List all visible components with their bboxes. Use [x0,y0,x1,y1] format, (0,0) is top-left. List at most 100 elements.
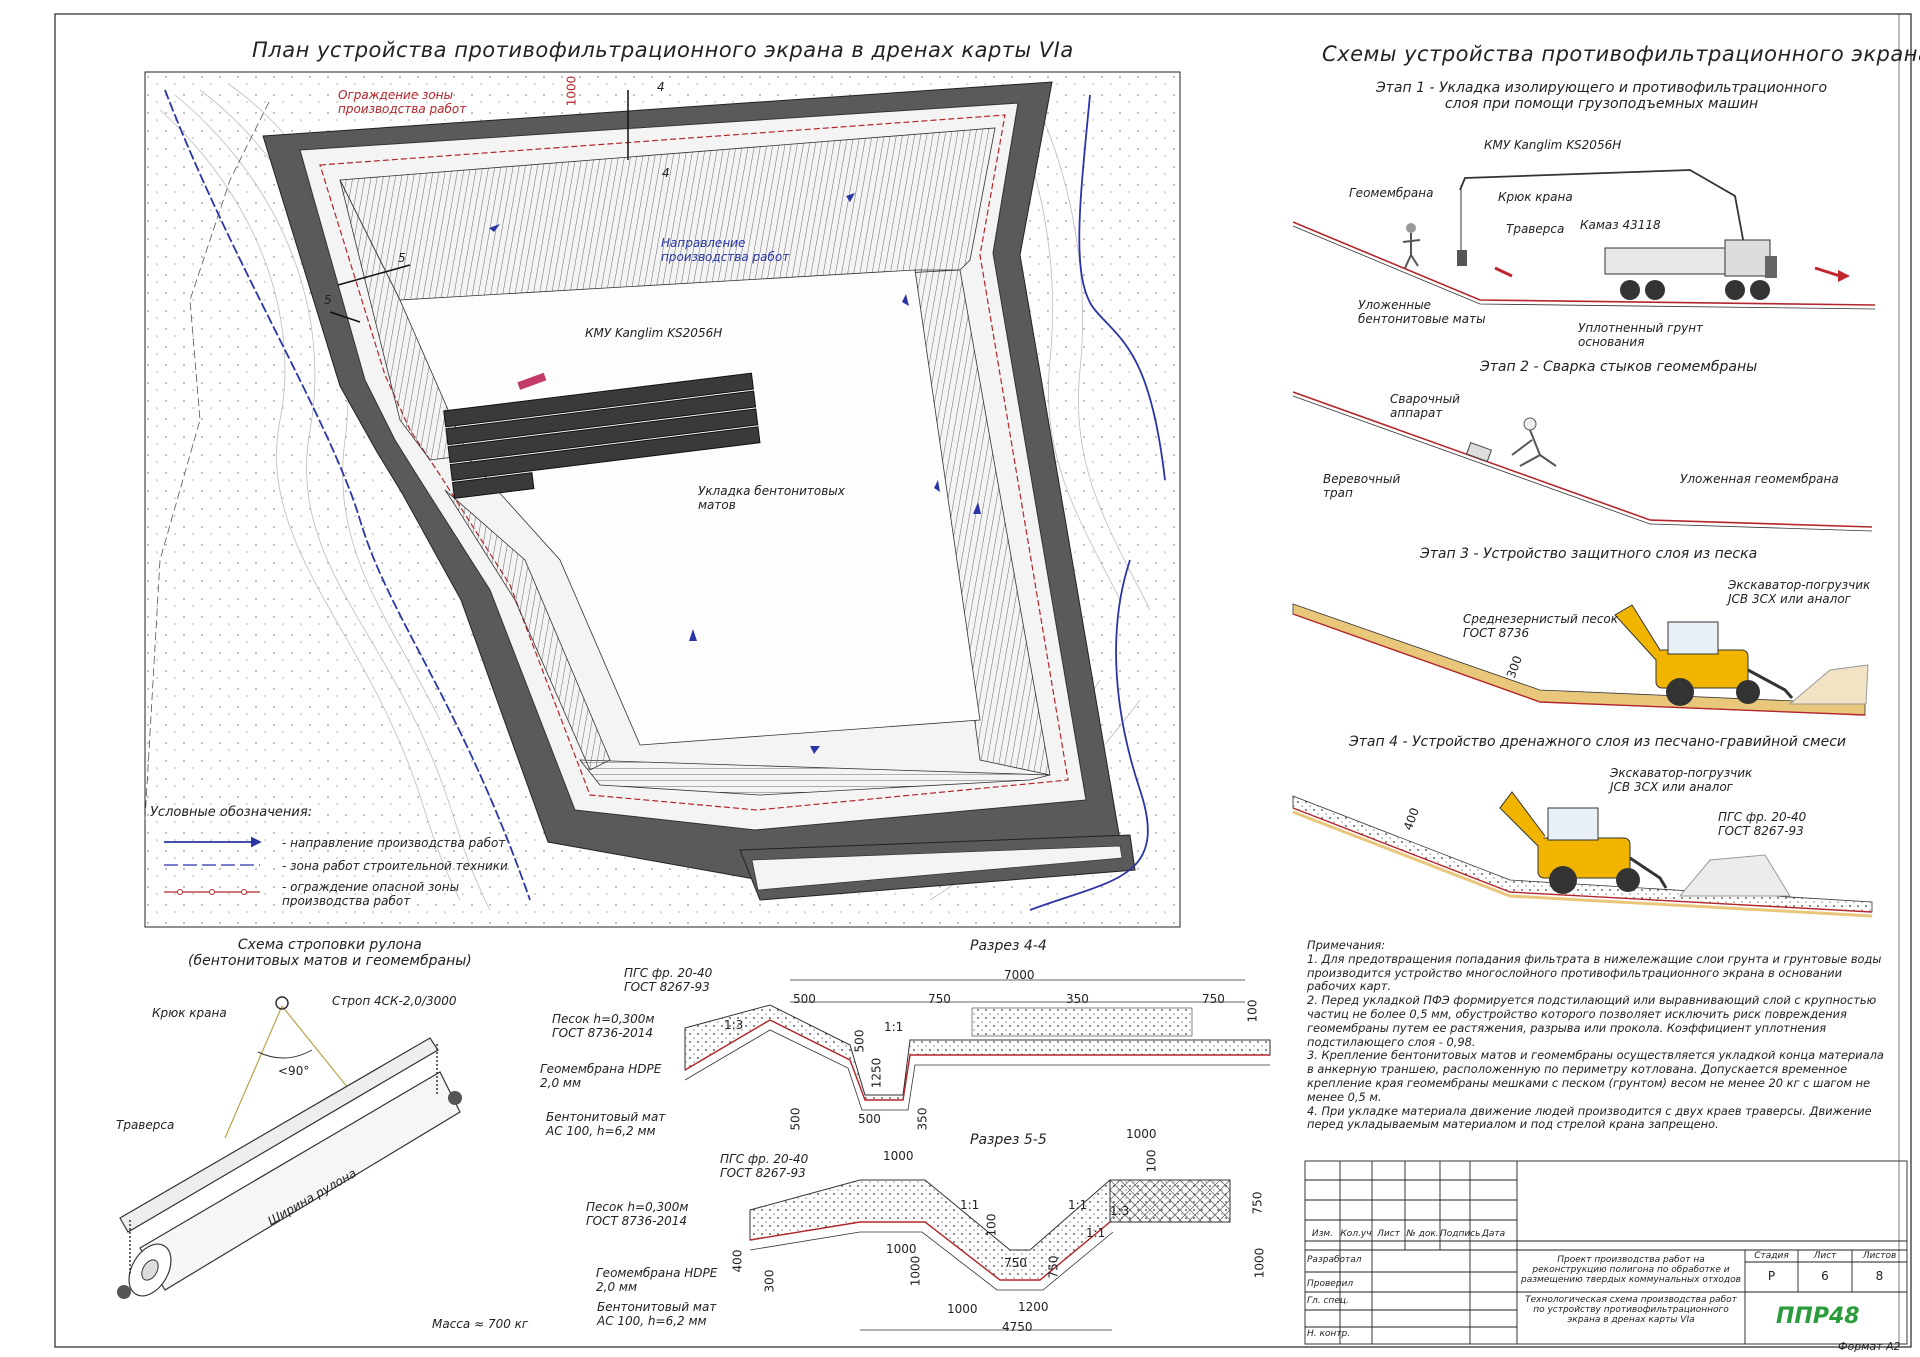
stage1-title: Этап 1 - Укладка изолирующего и противоф… [1376,80,1828,112]
plan-title: План устройства противофильтрационного э… [252,38,1074,62]
s55-slope-1-1b: 1:1 [1068,1198,1088,1212]
section-4-marker-bottom: 4 [662,166,670,180]
sling-traverse-label: Траверса [116,1118,175,1132]
s44-dim-500d: 500 [858,1112,881,1126]
s44-dim-500a: 500 [793,992,816,1006]
tb-sheet-header: Лист [1813,1251,1837,1261]
s55-slope-1-1c: 1:1 [1086,1226,1106,1240]
s44-dim-100: 100 [1245,999,1260,1023]
sling-mass-label: Масса ≈ 700 кг [432,1317,529,1331]
notes: Примечания: 1. Для предотвращения попада… [1307,938,1887,1132]
note-1: 1. Для предотвращения попадания фильтрат… [1307,951,1882,994]
s44-dim-500c: 500 [788,1107,803,1131]
crane-plan-label: КМУ Kanglim KS2056H [585,326,723,340]
s44-slope-1-3: 1:3 [724,1018,744,1032]
s55-dim-1000d: 1000 [908,1255,923,1287]
tb-col-date: Дата [1481,1229,1506,1239]
direction-lines [164,89,1166,911]
tb-col-list: Лист [1377,1229,1400,1239]
format-label: Формат А2 [1838,1340,1901,1353]
note-3: 3. Крепление бентонитовых матов и геомем… [1307,1048,1884,1104]
stage3-loader-label: Экскаватор-погрузчик JCB 3CX или аналог [1728,578,1871,606]
section55-title: Разрез 5-5 [970,1132,1047,1148]
section-5-marker-top: 5 [398,251,406,265]
stage1-crane-label: КМУ Kanglim KS2056H [1484,138,1622,152]
tb-stage-value: Р [1767,1269,1776,1283]
section55-mat-label: Бентонитовый мат АС 100, h=6,2 мм [597,1300,717,1328]
s55-dim-1000b: 1000 [1126,1127,1157,1141]
stage1-mats-label: Уложенные бентонитовые маты [1358,298,1486,326]
s55-dim-750c: 750 [1046,1255,1061,1279]
s55-dim-100a: 100 [1144,1149,1159,1173]
s55-dim-1200: 1200 [1018,1300,1049,1314]
section-line-5 [337,264,411,286]
direction-label: Направление производства работ [661,236,790,264]
section44-sand-label: Песок h=0,300м ГОСТ 8736-2014 [552,1012,655,1040]
stage1-hook-label: Крюк крана [1498,190,1573,204]
s55-dim-1000e: 1000 [1252,1247,1267,1279]
section-4-4 [684,979,1271,1111]
tb-sheet-title: Технологическая схема производства работ… [1525,1295,1737,1325]
section44-title: Разрез 4-4 [970,938,1047,954]
tb-col-sign: Подпись [1440,1229,1481,1239]
tb-role-chief: Гл. спец. [1307,1296,1349,1306]
company-logo: ППР48 [1776,1304,1860,1329]
site-plan [144,71,1181,928]
stage3-diagram [1292,603,1869,716]
section44-mat-label: Бентонитовый мат АС 100, h=6,2 мм [546,1110,666,1138]
s44-slope-1-1: 1:1 [884,1020,904,1034]
s55-dim-400: 400 [730,1249,745,1273]
sling-title: Схема строповки рулона (бентонитовых мат… [188,937,472,969]
legend-item-fence: - ограждение опасной зоны производства р… [282,880,460,908]
s55-dim-750b: 750 [1004,1256,1027,1270]
tb-col-kol: Кол.уч [1340,1229,1372,1239]
s44-dim-500b: 500 [852,1029,867,1053]
tb-role-developed: Разработал [1307,1255,1362,1265]
s55-dim-300: 300 [762,1269,777,1293]
sling-hook-label: Крюк крана [152,1006,227,1020]
stage4-title: Этап 4 - Устройство дренажного слоя из п… [1349,734,1847,750]
tb-sheets-header: Листов [1862,1251,1897,1261]
title-block-grid [1304,1160,1908,1345]
dim-1000-label: 1000 [564,75,579,107]
s55-dim-750a: 750 [1250,1191,1265,1215]
sheet-frame-strip [1898,13,1912,1348]
legend-title: Условные обозначения: [150,805,313,820]
s55-slope-1-3: 1:3 [1110,1204,1130,1218]
stage4-loader-label: Экскаватор-погрузчик JCB 3CX или аналог [1610,766,1753,794]
s44-dim-350a: 350 [1066,992,1089,1006]
note-4: 4. При укладке материала движение людей … [1307,1103,1872,1132]
title-block: Изм. Кол.уч Лист № док. Подпись Дата Раз… [1305,1161,1907,1344]
tb-role-norm: Н. контр. [1307,1329,1351,1339]
tb-sheet-value: 6 [1821,1269,1829,1283]
schemes-title: Схемы устройства противофильтрационного … [1322,42,1920,66]
bentonite-mats [443,372,761,499]
legend-item-direction: - направление производства работ [282,836,506,850]
stage1-geomembrane-label: Геомембрана [1349,186,1434,200]
s55-slope-1-1a: 1:1 [960,1198,980,1212]
section55-gravel-label: ПГС фр. 20-40 ГОСТ 8267-93 [720,1152,809,1180]
stage3-sand-label: Среднезернистый песок ГОСТ 8736 [1463,612,1619,640]
s44-dim-7000: 7000 [1004,968,1035,982]
stage2-ladder-label: Веревочный трап [1323,472,1401,500]
section55-hdpe-label: Геомембрана HDPE 2,0 мм [596,1266,718,1294]
tb-col-doc: № док. [1406,1229,1439,1239]
section55-sand-label: Песок h=0,300м ГОСТ 8736-2014 [586,1200,689,1228]
tb-role-checked: Проверил [1307,1279,1354,1289]
s44-dim-1250: 1250 [869,1057,884,1089]
stage2-laid-label: Уложенная геомембрана [1680,472,1839,486]
s44-dim-750a: 750 [928,992,951,1006]
stage4-diagram [1292,791,1873,918]
s44-dim-750b: 750 [1202,992,1225,1006]
note-2: 2. Перед укладкой ПФЭ формируется подсти… [1307,993,1877,1049]
s55-dim-1000f: 1000 [947,1302,978,1316]
section44-hdpe-label: Геомембрана HDPE 2,0 мм [540,1062,662,1090]
tb-stage-header: Стадия [1754,1251,1789,1261]
stage2-welder-label: Сварочный аппарат [1390,392,1460,420]
legend-item-machinery: - зона работ строительной техники [282,859,508,873]
crane-marker [517,372,547,390]
stage1-traverse-label: Траверса [1506,222,1565,236]
stage1-diagram [1292,169,1876,310]
stage1-soil-label: Уплотненный грунт основания [1578,321,1704,349]
